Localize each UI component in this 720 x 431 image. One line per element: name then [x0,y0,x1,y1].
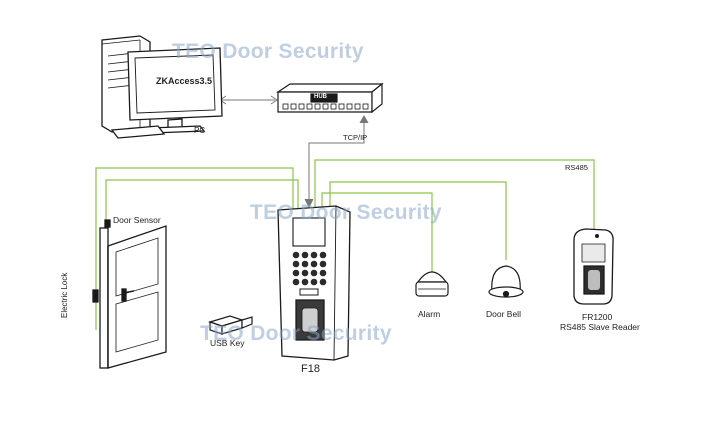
watermark-middle: TEO Door Security [250,201,442,224]
tcpip-arrow-down [304,198,314,209]
f18-label: F18 [301,363,320,375]
electric-lock-wire [95,167,294,330]
watermark-top: TEO Door Security [172,40,364,63]
door-bell-wire [329,181,507,260]
rs485-slave-reader-label: RS485 Slave Reader [560,322,640,332]
tcpip-label: TCP/IP [343,133,368,142]
f18-status-led [299,288,319,296]
alarm-wire [321,192,433,272]
watermark-bottom: TEO Door Security [200,322,392,345]
network-switch [276,82,384,114]
switch-brand: HUB [314,94,327,100]
alarm-label: Alarm [418,309,441,319]
door [92,219,167,369]
network-links [219,95,369,209]
switch-ports [282,103,369,110]
pc-computer [101,35,223,139]
rs485-label: RS485 [565,163,588,172]
pc-keyboard [110,125,166,139]
f18-keypad [292,251,327,286]
tcpip-arrow-up [359,114,369,124]
door-sensor-icon [104,219,111,228]
door-bell-label: Door Bell [486,309,521,319]
switch-badge [310,93,338,103]
usb-key-icon [208,315,253,335]
fr1200-reader-icon [573,228,614,305]
pc-label: PC [194,126,206,135]
fr1200-label: FR1200 [582,312,613,322]
electric-lock-label: Electric Lock [60,272,69,318]
alarm-icon [415,271,449,297]
usb-key-label: USB Key [210,338,245,348]
pc-screen-text: ZKAccess3.5 [156,76,213,86]
rs485-wire [314,159,595,232]
f18-screen [292,217,326,247]
door-sensor-label: Door Sensor [113,215,161,225]
door-frame [99,227,109,369]
door-bell-icon [488,265,524,298]
door-handle [121,288,127,302]
pc-link-arrow-right [270,95,278,105]
f18-terminal [277,205,351,361]
wires [95,159,595,330]
door-sensor-wire [105,179,299,223]
electric-lock-icon [92,289,99,303]
tcpip-link [308,118,365,205]
